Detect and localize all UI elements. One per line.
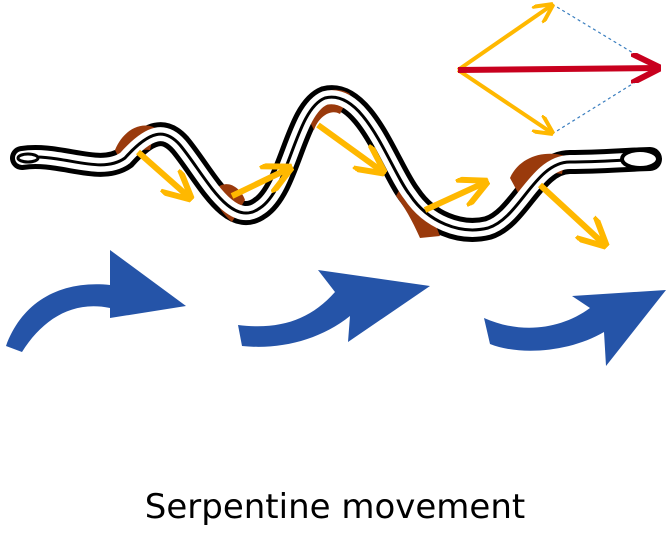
force-arrows <box>136 122 605 245</box>
push-arrow-icon <box>423 182 486 213</box>
parallelogram-edge-bottom <box>551 67 659 135</box>
snake-tail <box>16 152 40 164</box>
curved-motion-arrow-icon <box>6 250 186 352</box>
motion-arrows <box>6 250 666 366</box>
curved-motion-arrow-icon <box>238 270 430 347</box>
component-vector-icon <box>456 5 552 72</box>
vector-diagram <box>456 3 659 135</box>
snake <box>18 90 658 238</box>
push-arrow-icon <box>316 122 383 172</box>
resultant-vector-icon <box>457 68 658 70</box>
curved-motion-arrow-icon <box>484 290 666 366</box>
snake-head <box>620 148 660 170</box>
push-arrow-icon <box>136 149 190 198</box>
push-arrow-icon <box>537 182 605 245</box>
diagram-caption: Serpentine movement <box>144 487 526 527</box>
component-vector-icon <box>456 68 552 133</box>
parallelogram-edge-top <box>551 3 659 69</box>
push-arrow-icon <box>230 168 290 199</box>
